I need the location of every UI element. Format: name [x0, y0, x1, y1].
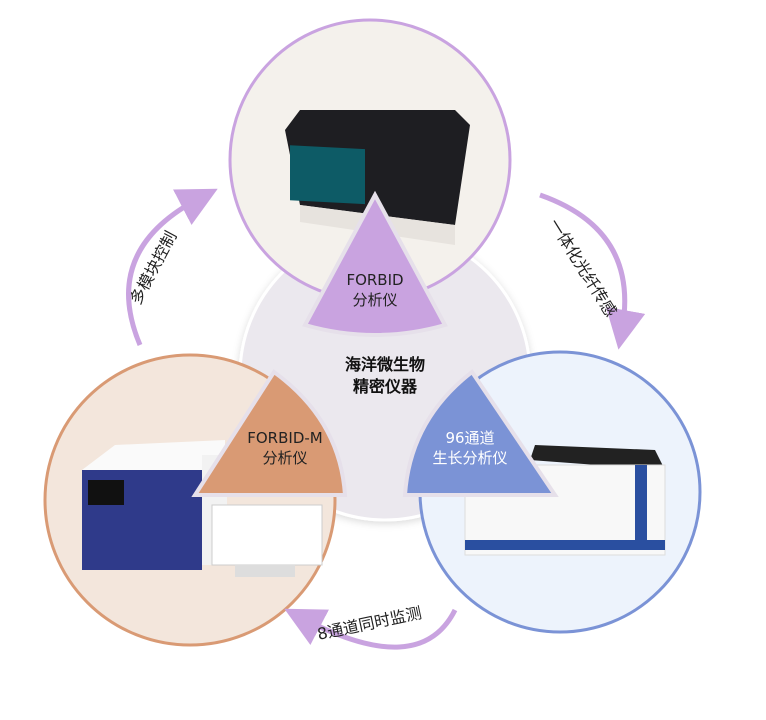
center-title-line2: 精密仪器: [352, 377, 417, 396]
arrow-bottom: [284, 608, 458, 650]
node-line1: FORBID: [346, 271, 404, 289]
arrow-left: [126, 188, 218, 346]
arrow-right: [539, 192, 646, 350]
center-title-line1: 海洋微生物: [344, 355, 425, 374]
node-line1: FORBID-M: [247, 429, 323, 447]
node-line2: 分析仪: [262, 449, 308, 467]
forbid-m-sector: [191, 369, 348, 497]
node-line1: 96通道: [445, 429, 495, 447]
node-forbid-label: FORBID 分析仪: [320, 270, 430, 310]
node-forbid-m-label: FORBID-M 分析仪: [235, 428, 335, 468]
forbid-device-circle: [228, 18, 512, 302]
forbid-sector: [302, 190, 448, 337]
center-title: 海洋微生物 精密仪器: [315, 354, 455, 398]
node-line2: 生长分析仪: [432, 449, 508, 467]
node-96-channel-label: 96通道 生长分析仪: [410, 428, 530, 468]
node-line2: 分析仪: [352, 291, 398, 309]
96-channel-sector: [402, 369, 559, 497]
